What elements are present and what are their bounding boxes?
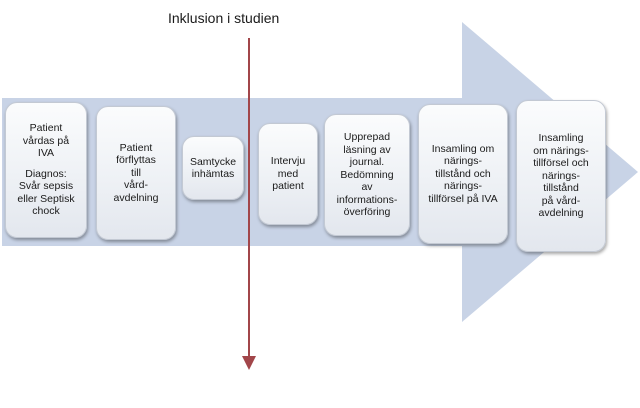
step-line: vård- <box>124 179 148 192</box>
step-line: till <box>131 166 141 179</box>
step-line: Intervju <box>270 155 306 168</box>
step-line: med <box>277 167 299 180</box>
process-arrow <box>2 22 638 322</box>
step-line: Patient <box>119 141 153 154</box>
step-line: chock <box>32 205 60 218</box>
inclusion-line <box>248 38 250 360</box>
inclusion-arrowhead <box>242 356 256 370</box>
step-line: informations- <box>336 193 398 206</box>
step-line: Diagnos: <box>25 167 67 180</box>
step-line: närings- <box>444 155 482 168</box>
step-line: Svår sepsis <box>18 180 74 193</box>
step-line: Bedömning <box>340 168 394 181</box>
step-line: Insamling <box>538 132 584 145</box>
step-line: tillstånd <box>543 182 579 195</box>
step-line: tillstånd och <box>435 167 491 180</box>
step-line: vårdas på <box>22 134 70 147</box>
step-line: Insamling om <box>431 142 495 155</box>
inclusion-heading: Inklusion i studien <box>168 10 280 26</box>
step-line: närings- <box>444 180 482 193</box>
step-line: tillförsel och <box>533 157 589 170</box>
step-line <box>17 160 74 168</box>
step-line: inhämtas <box>191 168 235 180</box>
step-line: Upprepad <box>343 131 391 144</box>
step-line: avdelning <box>113 191 159 204</box>
step-line: överföring <box>343 206 391 219</box>
step-line: förflyttas <box>116 154 156 167</box>
step-line: på vård- <box>541 194 581 207</box>
step-line: av <box>361 181 373 194</box>
step-line: avdelning <box>538 207 584 220</box>
step-line: närings- <box>542 169 580 182</box>
step-line: journal. <box>349 156 385 169</box>
step-line: läsning av <box>343 143 391 156</box>
step-line: eller Septisk <box>17 192 75 205</box>
step-line: Patient <box>29 122 63 135</box>
step-line: tillförsel på IVA <box>428 192 498 205</box>
step-line: patient <box>272 180 304 193</box>
step-line: Samtycke <box>189 155 237 168</box>
step-line: om närings- <box>533 144 589 157</box>
step-line: IVA <box>37 147 55 160</box>
